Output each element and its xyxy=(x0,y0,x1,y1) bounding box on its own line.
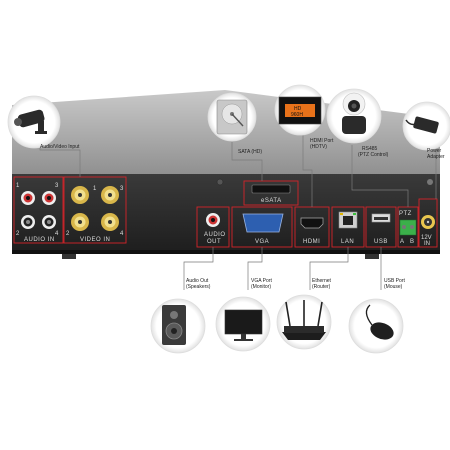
line-ethernet xyxy=(309,247,349,290)
video-in-label: VIDEO IN xyxy=(80,237,110,243)
rca-audio-out[interactable] xyxy=(206,213,220,227)
callout-power-1: Power xyxy=(427,148,442,154)
hdmi-port[interactable] xyxy=(300,217,324,229)
callout-hdmi-2: (HDTV) xyxy=(310,144,327,150)
audio-out-label-1: AUDIO xyxy=(204,232,226,238)
bnc-video-4[interactable] xyxy=(101,213,119,231)
dc-in-label: IN xyxy=(424,241,430,247)
audio-in-label: AUDIO IN xyxy=(24,237,55,243)
rca-audio-2[interactable] xyxy=(21,215,35,229)
line-ptz xyxy=(351,145,409,207)
video-num-2: 2 xyxy=(66,231,70,237)
lan-label: LAN xyxy=(341,239,354,245)
ptz-camera-icon xyxy=(326,88,382,144)
esata-label: eSATA xyxy=(261,198,282,204)
callout-labels: Audio/Video Input SATA (HD) HDMI Port (H… xyxy=(40,138,445,290)
rca-audio-1[interactable] xyxy=(21,191,35,205)
bnc-video-2[interactable] xyxy=(71,213,89,231)
esata-highlight xyxy=(243,180,299,206)
video-num-3: 3 xyxy=(120,186,124,192)
video-num-4: 4 xyxy=(120,231,124,237)
line-hdmi xyxy=(302,130,313,207)
audio-num-4: 4 xyxy=(55,231,59,237)
callout-hdmi-1: HDMI Port xyxy=(310,138,334,144)
connector-lines xyxy=(39,130,437,290)
dc-highlight xyxy=(418,198,438,248)
line-audio-out xyxy=(183,247,214,290)
dc-group: 12V IN xyxy=(418,198,438,248)
video-in-highlight xyxy=(63,176,127,244)
dvr-foot-right xyxy=(365,254,379,259)
bnc-video-1[interactable] xyxy=(71,186,89,204)
bullet-camera-icon xyxy=(7,95,61,149)
vga-label: VGA xyxy=(255,239,269,245)
hdtv-icon: HD 960H xyxy=(274,84,326,136)
monitor-icon xyxy=(215,296,271,352)
screw xyxy=(216,178,224,186)
video-in-group: 1 3 2 4 VIDEO IN xyxy=(63,176,127,244)
callout-ethernet-1: Ethernet xyxy=(312,278,332,284)
line-vga xyxy=(247,247,263,290)
callout-rs485-2: (PTZ Control) xyxy=(358,152,389,158)
power-adapter-icon xyxy=(402,101,450,151)
esata-port[interactable] xyxy=(251,184,291,194)
hdmi-label: HDMI xyxy=(303,239,320,245)
video-num-1: 1 xyxy=(93,186,97,192)
usb-label: USB xyxy=(374,239,388,245)
router-icon xyxy=(276,294,332,350)
esata-group: eSATA xyxy=(243,180,299,206)
rca-audio-4[interactable] xyxy=(42,215,56,229)
dc-power-jack[interactable] xyxy=(421,215,435,229)
ptz-a-label: A xyxy=(400,239,404,245)
audio-num-1: 1 xyxy=(16,183,20,189)
audio-in-highlight xyxy=(13,176,64,244)
callout-vga-1: VGA Port xyxy=(251,278,272,284)
hd-badge-1: HD xyxy=(294,106,302,112)
speaker-icon xyxy=(150,298,206,354)
callout-av-input: Audio/Video Input xyxy=(40,144,80,150)
callout-vga-2: (Monitor) xyxy=(251,284,271,290)
audio-out-group: AUDIO OUT xyxy=(196,206,230,248)
audio-in-group: 1 3 2 4 AUDIO IN xyxy=(13,176,64,244)
ground-screw xyxy=(427,179,433,185)
audio-num-2: 2 xyxy=(16,231,20,237)
dvr-bottom-edge xyxy=(12,250,440,254)
ptz-terminal[interactable] xyxy=(399,219,417,236)
callout-audio-out-1: Audio Out xyxy=(186,278,209,284)
callout-sata: SATA (HD) xyxy=(238,149,262,155)
callout-usb-1: USB Port xyxy=(384,278,405,284)
bnc-video-3[interactable] xyxy=(101,186,119,204)
vga-port[interactable] xyxy=(242,213,284,233)
mouse-icon xyxy=(348,298,404,354)
callout-ethernet-2: (Router) xyxy=(312,284,331,290)
callout-audio-out-2: (Speakers) xyxy=(186,284,211,290)
callout-rs485-1: RS485 xyxy=(362,146,378,152)
dc-12v-label: 12V xyxy=(421,235,432,241)
callout-usb-2: (Mouse) xyxy=(384,284,403,290)
hard-drive-icon xyxy=(207,92,257,142)
audio-num-3: 3 xyxy=(55,183,59,189)
ptz-label: PTZ xyxy=(399,211,412,217)
vga-group: VGA xyxy=(231,206,293,248)
line-sata xyxy=(231,142,263,181)
callout-power-2: Adapter xyxy=(427,154,445,160)
dvr-foot-left xyxy=(62,254,76,259)
ptz-b-label: B xyxy=(410,239,414,245)
audio-out-label-2: OUT xyxy=(207,239,221,245)
rca-audio-3[interactable] xyxy=(42,191,56,205)
hd-badge-2: 960H xyxy=(291,112,303,118)
